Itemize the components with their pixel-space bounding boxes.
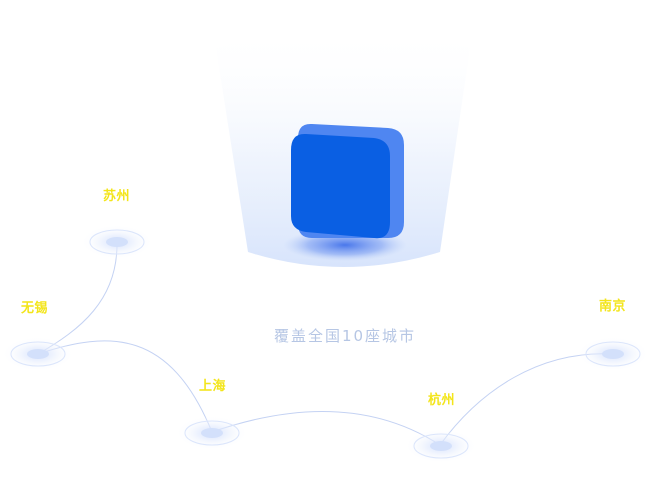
city-label-nanjing: 南京 <box>599 299 627 314</box>
city-label-shanghai: 上海 <box>199 379 227 394</box>
city-label-hangzhou: 杭州 <box>428 393 456 408</box>
route-shanghai-hangzhou <box>211 411 441 446</box>
city-label-suzhou: 苏州 <box>103 189 131 204</box>
city-label-wuxi: 无锡 <box>21 301 49 316</box>
marker-suzhou <box>81 225 153 259</box>
blue-rounded-square-logo-icon <box>291 123 404 239</box>
route-hangzhou-nanjing <box>439 353 614 446</box>
marker-nanjing <box>577 337 649 371</box>
marker-wuxi <box>2 337 74 371</box>
marker-hangzhou <box>405 429 477 463</box>
marker-shanghai <box>176 416 248 450</box>
coverage-caption: 覆盖全国10座城市 <box>273 327 417 345</box>
